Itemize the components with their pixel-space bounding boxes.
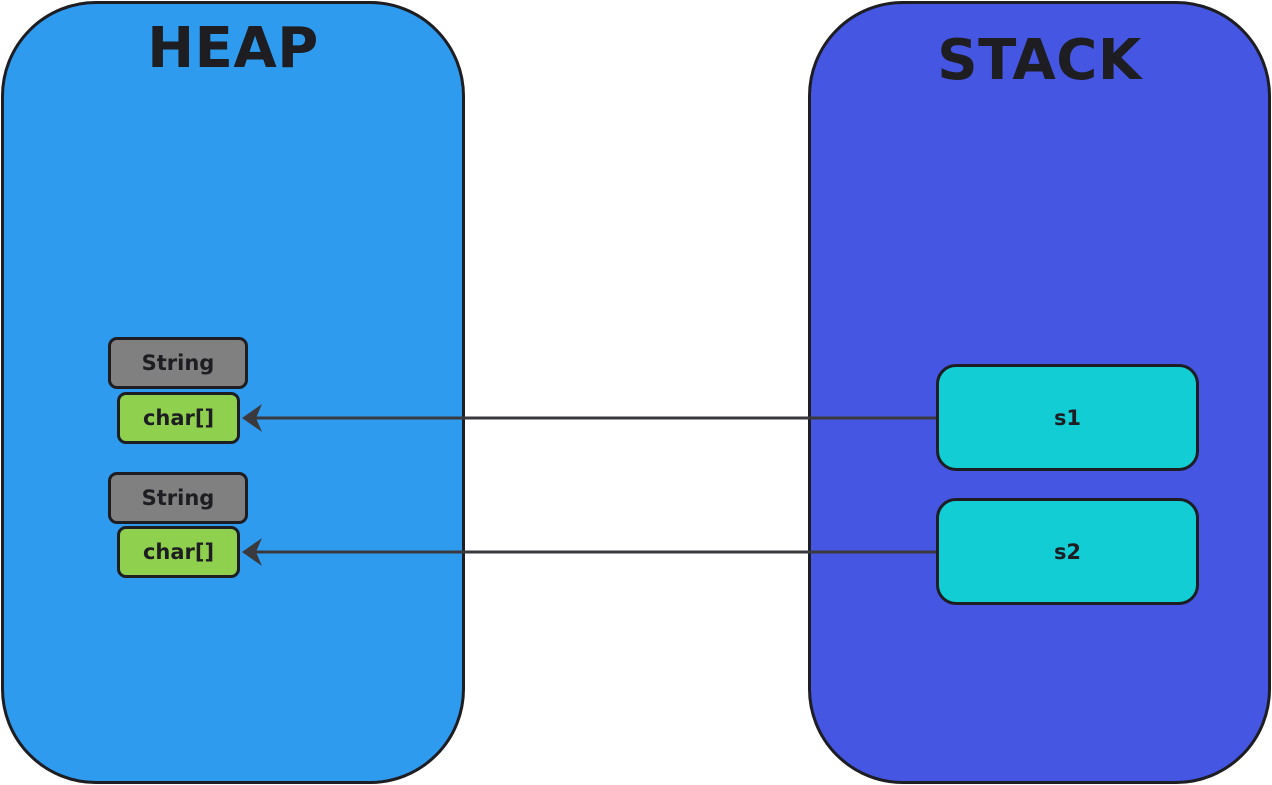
string-object-box: String: [108, 337, 248, 389]
string-object-box: String: [108, 472, 248, 524]
stack-title: STACK: [937, 28, 1142, 93]
stack-variable-s2: s2: [936, 498, 1199, 605]
char-array-box: char[]: [117, 392, 240, 444]
char-array-box: char[]: [117, 526, 240, 578]
heap-title: HEAP: [147, 16, 319, 81]
stack-variable-s1: s1: [936, 364, 1199, 471]
